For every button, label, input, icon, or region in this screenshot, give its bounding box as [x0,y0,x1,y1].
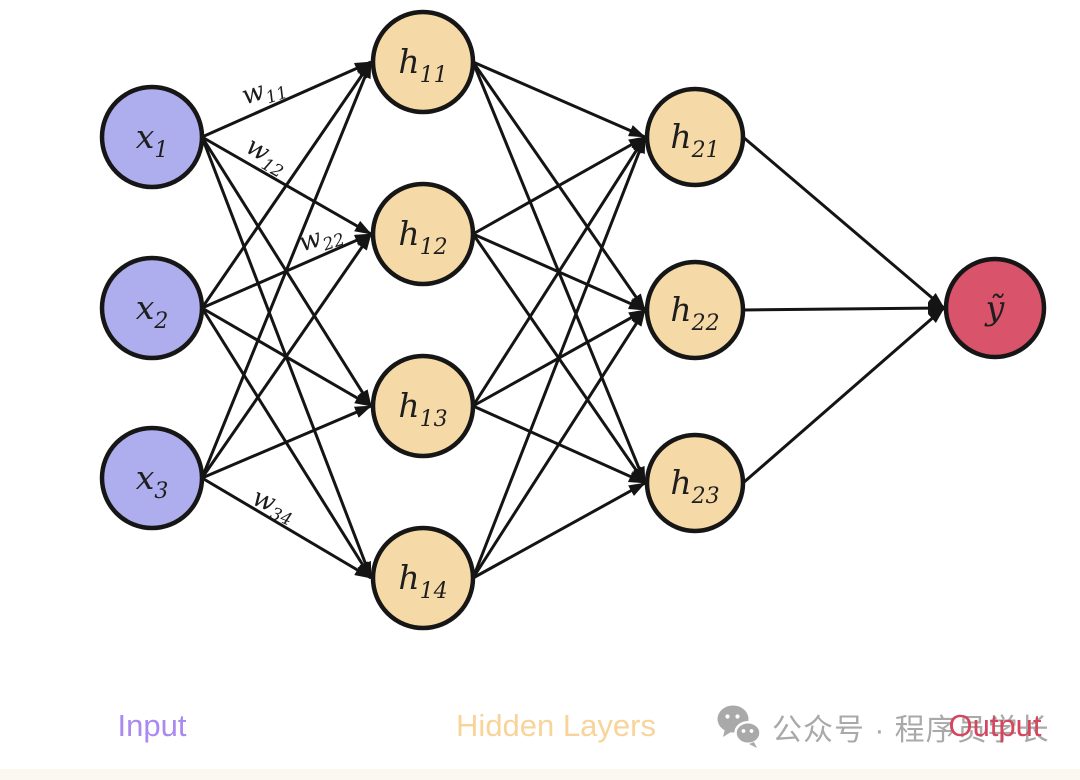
edge-h11-h21 [472,60,646,139]
caption-input: Input [117,708,187,743]
node-x3: x3 [99,425,205,531]
node-h11: h11 [370,9,476,115]
node-circle-x2 [99,255,205,361]
node-h13: h13 [370,353,476,459]
node-label-h14: h14 [398,558,447,604]
weight-label-w34: w34 [247,482,300,530]
node-label-h21: h21 [670,117,719,163]
node-label-h22: h22 [670,290,719,336]
node-circle-h23 [644,432,746,534]
node-label-x1: x1 [136,117,169,163]
node-label-x2: x2 [136,288,169,334]
edge-h14-h22 [471,309,647,579]
node-circle-h12 [370,181,476,287]
node-circle-h14 [370,525,476,631]
node-label-h23: h23 [670,463,719,509]
node-h21: h21 [644,86,746,188]
caption-hidden-layers: Hidden Layers [456,708,656,743]
edge-h14-h21 [471,136,647,579]
bottom-strip [0,769,1080,780]
watermark: 公众号 · 程序员学长 [716,704,1050,750]
edge-x1-h11 [201,60,372,139]
layer-output: ỹ [943,256,1047,360]
node-circle-h22 [644,259,746,361]
weight-label-w12: w12 [238,131,293,182]
node-x2: x2 [99,255,205,361]
edge-h12-h21 [472,135,646,236]
node-h12: h12 [370,181,476,287]
node-label-x3: x3 [136,458,169,504]
node-circle-x1 [99,84,205,190]
node-circle-h13 [370,353,476,459]
edge-h22-y [742,302,945,315]
wechat-icon [717,705,762,748]
node-h23: h23 [644,432,746,534]
edge-x2-h11 [200,61,373,309]
node-label-h13: h13 [398,386,447,432]
layer-input: x1 x2 x3 [99,84,205,531]
node-h22: h22 [644,259,746,361]
node-circle-x3 [99,425,205,531]
watermark-text: 公众号 · 程序员学长 [772,714,1050,747]
layer-hidden-2: h21 h22 h23 [644,86,746,534]
edge-x3-h12 [200,233,373,479]
edge-h23-y [742,306,945,485]
edge-x3-h13 [201,404,372,480]
node-h14: h14 [370,525,476,631]
node-x1: x1 [99,84,205,190]
caption-output: Output [948,708,1042,743]
edge-x3-h14 [201,476,372,580]
edge-x3-h11 [200,61,373,479]
edge-h14-h23 [472,481,646,580]
node-label-h11: h11 [398,42,447,88]
node-y: ỹ [943,256,1047,360]
edge-h13-h21 [471,136,647,407]
node-circle-h21 [644,86,746,188]
node-label-h12: h12 [398,214,447,260]
node-label-y: ỹ [984,288,1005,327]
edge-h21-y [742,135,945,310]
node-circle-h11 [370,9,476,115]
layer-hidden-1: h11 h12 h13 h14 [370,9,476,631]
node-circle-y [943,256,1047,360]
nodes: x1 x2 x3 h11 h12 h13 h14 h21 h22 h23 ỹ [99,9,1047,631]
edges [200,60,945,580]
